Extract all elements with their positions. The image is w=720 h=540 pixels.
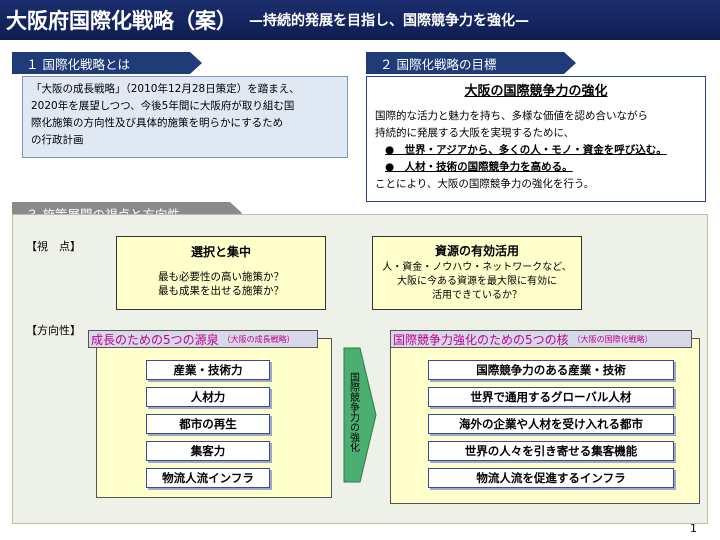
- viewpoint-left-box: 選択と集中 最も必要性の高い施策か？ 最も成果を出せる施策か？: [116, 236, 326, 310]
- section2-line: 持続的に発展する大阪を実現するために、: [375, 127, 575, 139]
- section1-line: 「大阪の成長戦略」（2010年12月28日策定）を踏まえ、: [31, 83, 300, 95]
- section1-box: 「大阪の成長戦略」（2010年12月28日策定）を踏まえ、 2020年を展望しつ…: [22, 76, 348, 158]
- viewpoint-right-line: 人・資金・ノウハウ・ネットワークなど、: [382, 262, 572, 273]
- viewpoint-label: 【視 点】: [26, 240, 81, 253]
- section2-tab: ２ 国際化戦略の目標: [366, 52, 576, 74]
- tab-arrow-icon: [564, 52, 576, 74]
- section2-line: 国際的な活力と魅力を持ち、多様な価値を認め合いながら: [375, 110, 648, 122]
- left-group-heading-text: 成長のための5つの源泉: [91, 332, 219, 347]
- left-item: 産業・技術力: [146, 360, 270, 380]
- left-group-heading: 成長のための5つの源泉 （大阪の成長戦略）: [88, 330, 318, 348]
- section1-line: 際化施策の方向性及び具体的施策を明らかにするため: [31, 117, 284, 129]
- page-subtitle: —持続的発展を目指し、国際競争力を強化—: [249, 13, 529, 29]
- section2-bullet: ● 世界・アジアから、多くの人・モノ・資金を呼び込む。: [385, 144, 667, 156]
- arrow-label: 国際競争力の強化: [346, 372, 360, 472]
- right-group-heading-text: 国際競争力強化のための5つの核: [393, 332, 569, 347]
- section2-heading: 大阪の国際競争力の強化: [464, 84, 608, 99]
- section2-line: ことにより、大阪の国際競争力の強化を行う。: [375, 178, 595, 190]
- viewpoint-right-line: 活用できているか？: [432, 290, 522, 301]
- section2-tab-label: ２ 国際化戦略の目標: [366, 52, 564, 74]
- arrow-label-text: 国際競争力の強化: [347, 372, 359, 452]
- viewpoint-left-line: 最も成果を出せる施策か？: [158, 285, 284, 297]
- viewpoint-right-title: 資源の有効活用: [434, 244, 519, 258]
- right-group-heading: 国際競争力強化のための5つの核 （大阪の国際化戦略）: [390, 330, 692, 348]
- left-item: 物流人流インフラ: [146, 468, 270, 488]
- tab-arrow-icon: [190, 52, 202, 74]
- page-header: 大阪府国際化戦略（案） —持続的発展を目指し、国際競争力を強化—: [0, 0, 720, 40]
- right-item: 世界の人々を引き寄せる集客機能: [428, 441, 674, 461]
- section2-bullet: ● 人材・技術の国際競争力を高める。: [385, 161, 573, 173]
- section1-line: 2020年を展望しつつ、今後5年間に大阪府が取り組む国: [31, 100, 295, 112]
- right-item: 海外の企業や人材を受け入れる都市: [428, 414, 674, 434]
- viewpoint-left-line: 最も必要性の高い施策か？: [158, 271, 284, 283]
- left-item: 集客力: [146, 441, 270, 461]
- viewpoint-left-title: 選択と集中: [190, 245, 251, 259]
- right-group-heading-note: （大阪の国際化戦略）: [572, 334, 653, 344]
- viewpoint-right-box: 資源の有効活用 人・資金・ノウハウ・ネットワークなど、 大阪に今ある資源を最大限…: [372, 236, 582, 310]
- left-group-heading-note: （大阪の成長戦略）: [222, 334, 295, 344]
- right-item: 世界で通用するグローバル人材: [428, 387, 674, 407]
- right-item: 国際競争力のある産業・技術: [428, 360, 674, 380]
- section1-line: の行政計画: [31, 134, 84, 146]
- right-item: 物流人流を促進するインフラ: [428, 468, 674, 488]
- viewpoint-right-line: 大阪に今ある資源を最大限に有効に: [397, 276, 557, 287]
- section1-tab-label: １ 国際化戦略とは: [12, 52, 190, 74]
- section1-tab: １ 国際化戦略とは: [12, 52, 202, 74]
- left-item: 都市の再生: [146, 414, 270, 434]
- direction-label: 【方向性】: [26, 324, 81, 337]
- page-title: 大阪府国際化戦略（案）: [6, 9, 237, 33]
- arrow-right-icon: [343, 347, 377, 483]
- left-item: 人材力: [146, 387, 270, 407]
- page-number: 1: [690, 522, 697, 535]
- section2-box: 大阪の国際競争力の強化 国際的な活力と魅力を持ち、多様な価値を認め合いながら 持…: [366, 76, 706, 202]
